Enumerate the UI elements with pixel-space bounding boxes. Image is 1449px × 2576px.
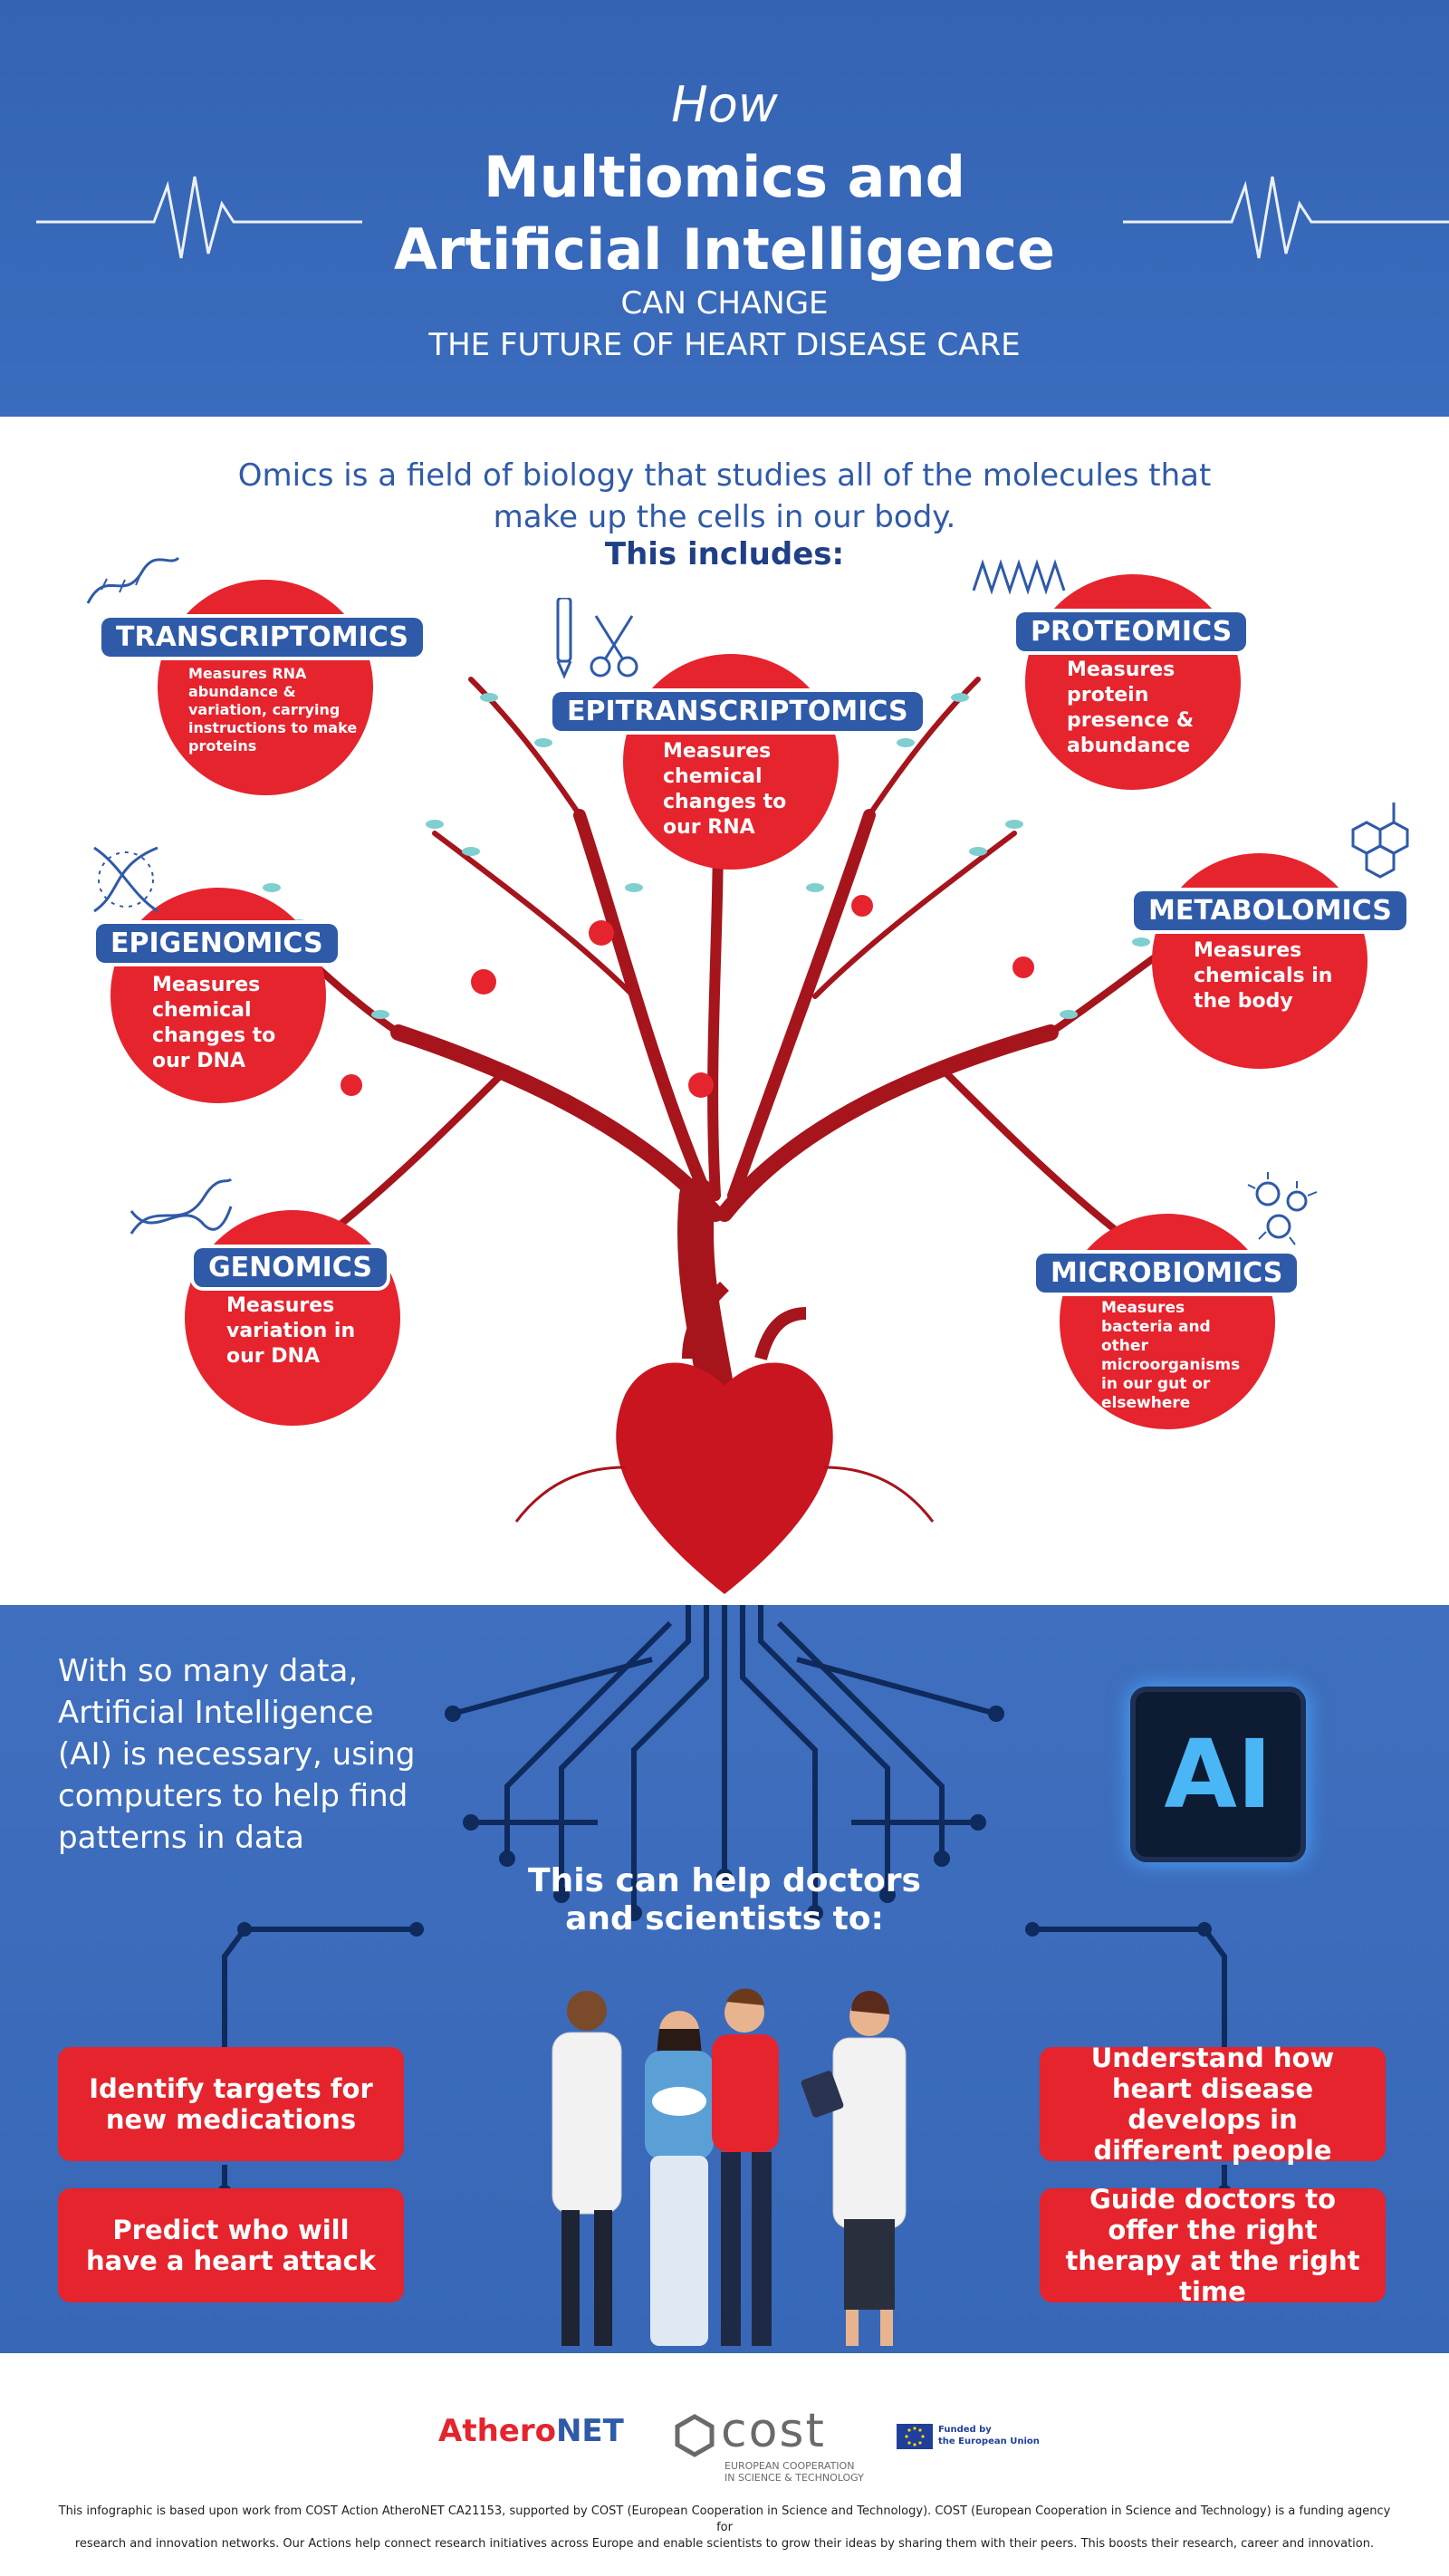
circuit-roots-illustration [445,1605,1004,1921]
eu-stars-icon [905,2427,925,2446]
rna-strand-icon [86,556,180,604]
metabolomics-desc: Measures chemicals in the body [1194,939,1333,1013]
protein-chain-icon [972,559,1066,595]
microbiomics-desc: Measures bacteria and other microorganis… [1101,1299,1241,1412]
microbiomics-circle [1060,1214,1275,1429]
footer-disclaimer: This infographic is based upon work from… [54,2504,1395,2552]
subtitle-line-2: THE FUTURE OF HEART DISEASE CARE [428,327,1021,363]
footer-note-line-2: research and innovation networks. Our Ac… [74,2537,1375,2551]
epigenomics-desc: Measures chemical changes to our DNA [152,974,276,1072]
cost-hexagon-icon [675,2414,715,2457]
cost-sub-line-2: IN SCIENCE & TECHNOLOGY [724,2472,864,2484]
header-banner [0,0,1449,417]
title-line-2: Artificial Intelligence [393,216,1056,283]
epigenomics-circle [110,888,326,1103]
proteomics-desc: Measures protein presence & abundance [1067,658,1195,757]
action-guide-therapy: Guide doctors to offer the right therapy… [1040,2184,1386,2307]
transcriptomics-desc: Measures RNA abundance & variation, carr… [188,665,358,755]
genomics-desc: Measures variation in our DNA [226,1294,356,1368]
metabolomics-circle [1152,853,1367,1069]
pen-scissors-icon [556,598,638,679]
title-line-1: Multiomics and [483,144,966,210]
help-heading: This can help doctors and scientists to: [0,1862,1449,1938]
ai-explanation-text: With so many data, Artificial Intelligen… [58,1653,416,1856]
epitranscriptomics-label: EPITRANSCRIPTOMICS [552,692,923,731]
proteomics-label: PROTEOMICS [1016,612,1247,651]
dna-double-helix-icon [130,1177,233,1235]
net-text: NET [555,2413,624,2449]
ai-badge-text: AI [1164,1719,1272,1830]
subtitle: CAN CHANGE THE FUTURE OF HEART DISEASE C… [0,283,1449,366]
includes-heading: This includes: [604,536,845,572]
help-line-1: This can help doctors [528,1862,921,1899]
action-predict-heart-attack: Predict who will have a heart attack [58,2188,404,2302]
microbiomics-label: MICROBIOMICS [1036,1254,1298,1293]
intro-line-1: Omics is a field of biology that studies… [237,457,1212,494]
help-line-2: and scientists to: [565,1900,884,1937]
epitranscriptomics-circle [623,654,839,870]
metabolomics-label: METABOLOMICS [1134,891,1406,930]
bacteria-icon [1247,1172,1318,1245]
pre-title: How [671,76,778,133]
cost-logo-subtitle: EUROPEAN COOPERATION IN SCIENCE & TECHNO… [724,2460,864,2484]
genomics-label: GENOMICS [194,1248,387,1287]
epigenomics-label: EPIGENOMICS [96,924,338,963]
atheronet-logo: AtheroNET [438,2413,624,2449]
eu-line-1: Funded by [938,2425,992,2435]
main-title: Multiomics and Artificial Intelligence [0,141,1449,286]
footer-note-line-1: This infographic is based upon work from… [58,2504,1391,2534]
athero-text: Athero [438,2413,556,2449]
cost-sub-line-1: EUROPEAN COOPERATION [724,2460,855,2472]
eu-funding-text: Funded by the European Union [938,2424,1040,2447]
cost-logo-text: cost [721,2404,826,2458]
action-identify-targets: Identify targets for new medications [58,2047,404,2161]
dna-helix-icon [93,846,158,913]
action-understand-disease: Understand how heart disease develops in… [1040,2043,1386,2166]
intro-line-2: make up the cells in our body. [493,499,956,535]
heartbeat-right-icon [1123,176,1449,259]
epitranscriptomics-desc: Measures chemical changes to our RNA [663,740,787,839]
subtitle-line-1: CAN CHANGE [620,285,829,322]
heartbeat-left-icon [36,176,362,259]
ai-chip-icon [1130,1687,1306,1862]
proteomics-circle [1025,574,1241,790]
eu-line-2: the European Union [938,2437,1040,2446]
doctors-scientists-illustration [552,1988,907,2346]
transcriptomics-circle [158,580,373,795]
genomics-circle [185,1210,400,1426]
transcriptomics-label: TRANSCRIPTOMICS [101,618,423,657]
molecule-icon [1351,803,1409,879]
intro-text: Omics is a field of biology that studies… [0,455,1449,538]
